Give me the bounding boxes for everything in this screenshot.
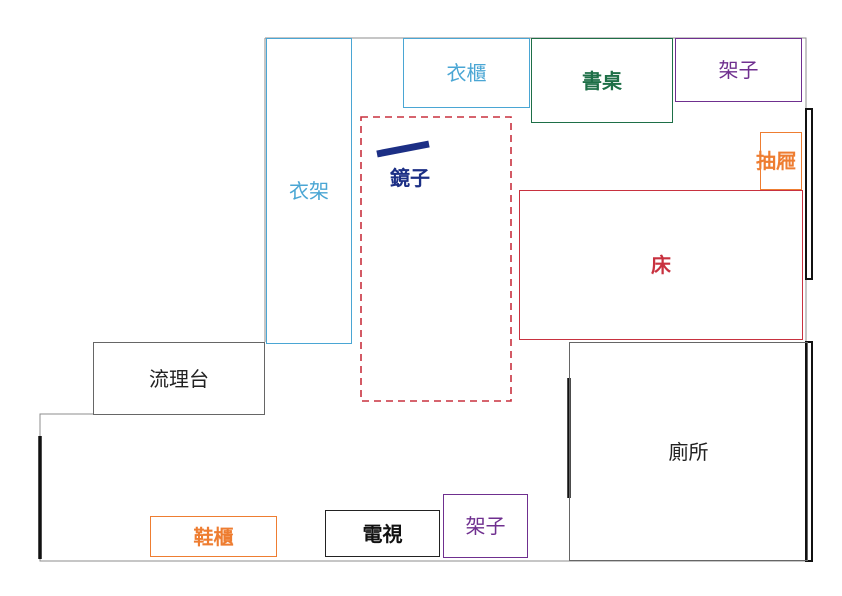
tv: 電視 (325, 510, 440, 557)
mirror-bar (376, 140, 430, 158)
mirror-label: 鏡子 (390, 166, 430, 190)
clothes-rack: 衣架 (266, 38, 352, 344)
bed: 床 (519, 190, 803, 340)
shoe-cabinet-label: 鞋櫃 (193, 524, 234, 549)
kitchen-counter: 流理台 (93, 342, 265, 415)
shoe-cabinet: 鞋櫃 (150, 516, 277, 557)
desk-label: 書桌 (582, 68, 622, 93)
clothes-rack-label: 衣架 (289, 179, 329, 203)
desk: 書桌 (531, 38, 673, 123)
wardrobe: 衣櫃 (403, 38, 530, 108)
window-upper (805, 108, 813, 280)
kitchen-counter-label: 流理台 (149, 366, 209, 391)
drawer: 抽屜 (756, 132, 802, 190)
shelf-top: 架子 (675, 38, 802, 102)
wardrobe-label: 衣櫃 (446, 61, 487, 85)
window-lower (805, 341, 813, 562)
tv-label: 電視 (362, 521, 403, 546)
toilet-room-label: 廁所 (668, 439, 709, 464)
bed-label: 床 (651, 253, 671, 277)
drawer-label: 抽屜 (756, 149, 796, 173)
toilet-room: 廁所 (569, 342, 808, 561)
shelf-bottom-label: 架子 (465, 514, 506, 538)
shelf-top-label: 架子 (718, 58, 759, 82)
dashed-open-area (360, 116, 512, 402)
shelf-bottom: 架子 (443, 494, 528, 558)
